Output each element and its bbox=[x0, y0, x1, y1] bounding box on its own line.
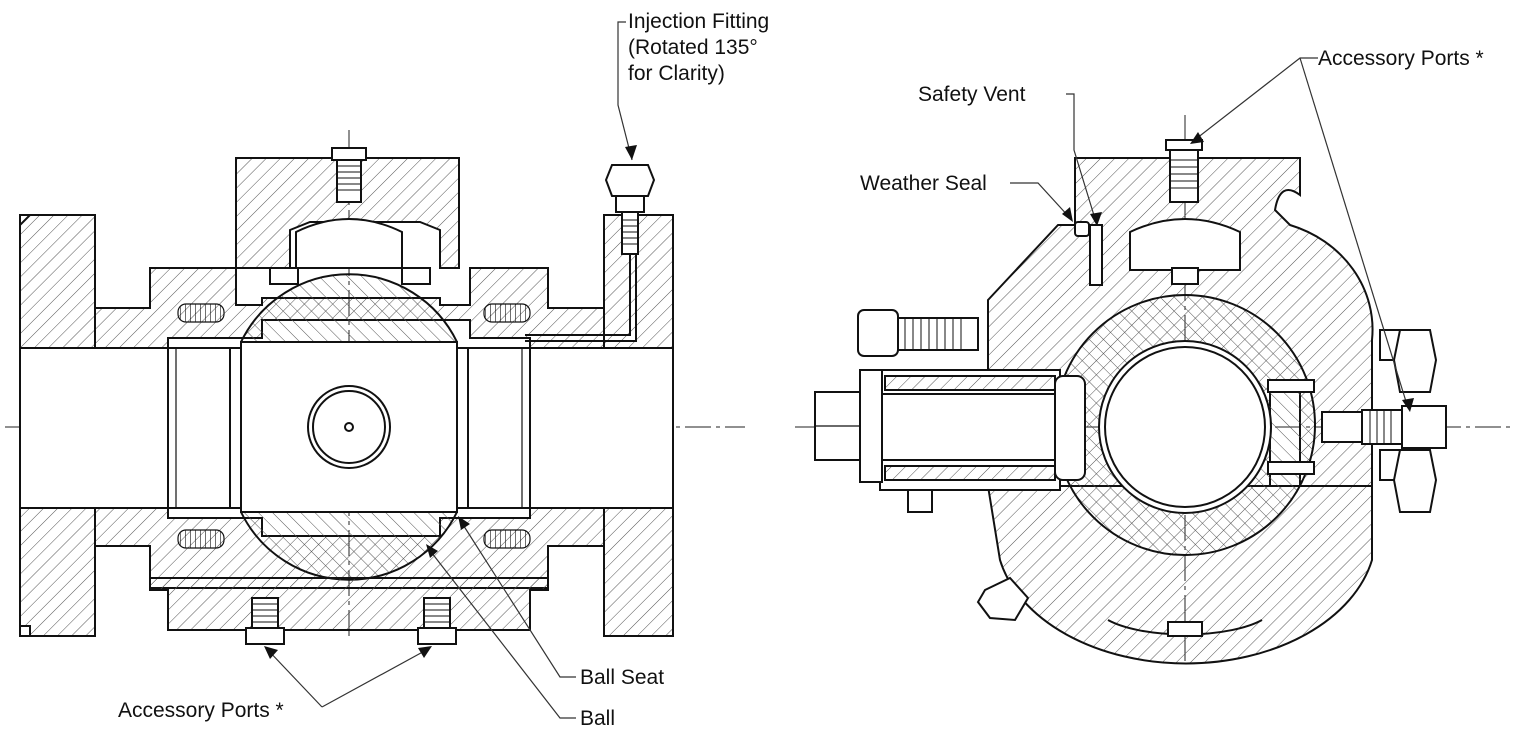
left-spring-lr bbox=[483, 529, 531, 549]
left-bonnet-cavity bbox=[295, 218, 403, 269]
left-spring-ul bbox=[177, 303, 225, 323]
label-ball-seat: Ball Seat bbox=[580, 666, 664, 689]
label-accessory-ports-right: Accessory Ports * bbox=[1318, 47, 1484, 70]
right-bolt-top-left bbox=[857, 309, 979, 357]
right-bottom-nut bbox=[976, 576, 1030, 622]
right-top-port bbox=[1169, 147, 1199, 203]
leader-accessory-left-1 bbox=[265, 647, 323, 708]
left-bottom-cover bbox=[149, 577, 549, 631]
leader-accessory-right-2 bbox=[1299, 57, 1409, 409]
left-bottom-fitting-1 bbox=[245, 597, 285, 645]
leader-ball bbox=[427, 547, 576, 719]
left-seat-ring-right bbox=[467, 347, 531, 509]
left-spring-ur bbox=[483, 303, 531, 323]
leader-accessory-left-2 bbox=[321, 647, 431, 708]
label-accessory-ports-left: Accessory Ports * bbox=[118, 699, 284, 722]
label-injection-fitting-line2: (Rotated 135° bbox=[628, 36, 758, 59]
label-injection-fitting-line1: Injection Fitting bbox=[628, 10, 769, 33]
right-bonnet-cavity bbox=[1129, 218, 1241, 271]
left-top-port bbox=[336, 157, 362, 203]
injection-fitting bbox=[525, 164, 656, 342]
leader-ball-seat bbox=[459, 519, 576, 678]
right-stem bbox=[879, 393, 1056, 461]
right-ball-bore bbox=[1098, 340, 1272, 514]
leader-safety-vent bbox=[1066, 93, 1097, 223]
left-bottom-fitting-2 bbox=[417, 597, 457, 645]
left-section-view: Injection Fitting (Rotated 135° for Clar… bbox=[5, 10, 769, 730]
left-stem-circle-outer bbox=[307, 385, 391, 469]
right-knurl bbox=[907, 489, 933, 513]
right-body-lower bbox=[986, 485, 1373, 665]
label-safety-vent: Safety Vent bbox=[918, 83, 1026, 106]
label-weather-seal: Weather Seal bbox=[860, 172, 987, 195]
left-seat-ring-left bbox=[167, 347, 231, 509]
label-ball: Ball bbox=[580, 707, 615, 730]
left-spring-ll bbox=[177, 529, 225, 549]
right-section-view: Accessory Ports * Safety Vent Weather Se… bbox=[795, 47, 1515, 665]
leader-injection-fitting bbox=[617, 21, 633, 161]
right-safety-vent-passage bbox=[1089, 224, 1103, 286]
right-side-fitting bbox=[1321, 405, 1447, 449]
leader-weather-seal bbox=[1010, 182, 1071, 219]
label-injection-fitting-line3: for Clarity) bbox=[628, 62, 725, 85]
right-weather-seal bbox=[1074, 221, 1090, 237]
leader-accessory-right bbox=[1191, 57, 1318, 143]
